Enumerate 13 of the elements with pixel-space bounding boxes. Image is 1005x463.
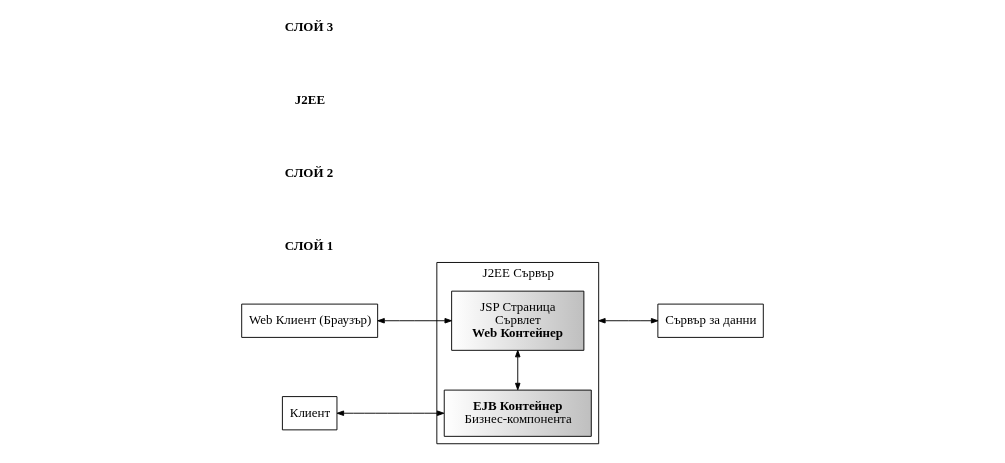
node-box: Клиент <box>281 396 338 431</box>
arrow <box>515 349 521 391</box>
node-box: Сървър за данни <box>657 303 764 338</box>
node-box: JSP Страница Сървлет Web Контейнер <box>451 290 585 351</box>
label: СЛОЙ 2 <box>284 165 334 181</box>
label: J2EE <box>294 92 326 108</box>
label: СЛОЙ 1 <box>284 238 334 254</box>
node-box: Web Клиент (Браузър) <box>241 303 379 338</box>
arrow <box>377 318 452 324</box>
arrow <box>598 318 659 324</box>
label: СЛОЙ 3 <box>284 19 334 34</box>
node-box: EJB Контейнер Бизнес-компонента <box>443 389 592 437</box>
arrow <box>336 410 445 416</box>
